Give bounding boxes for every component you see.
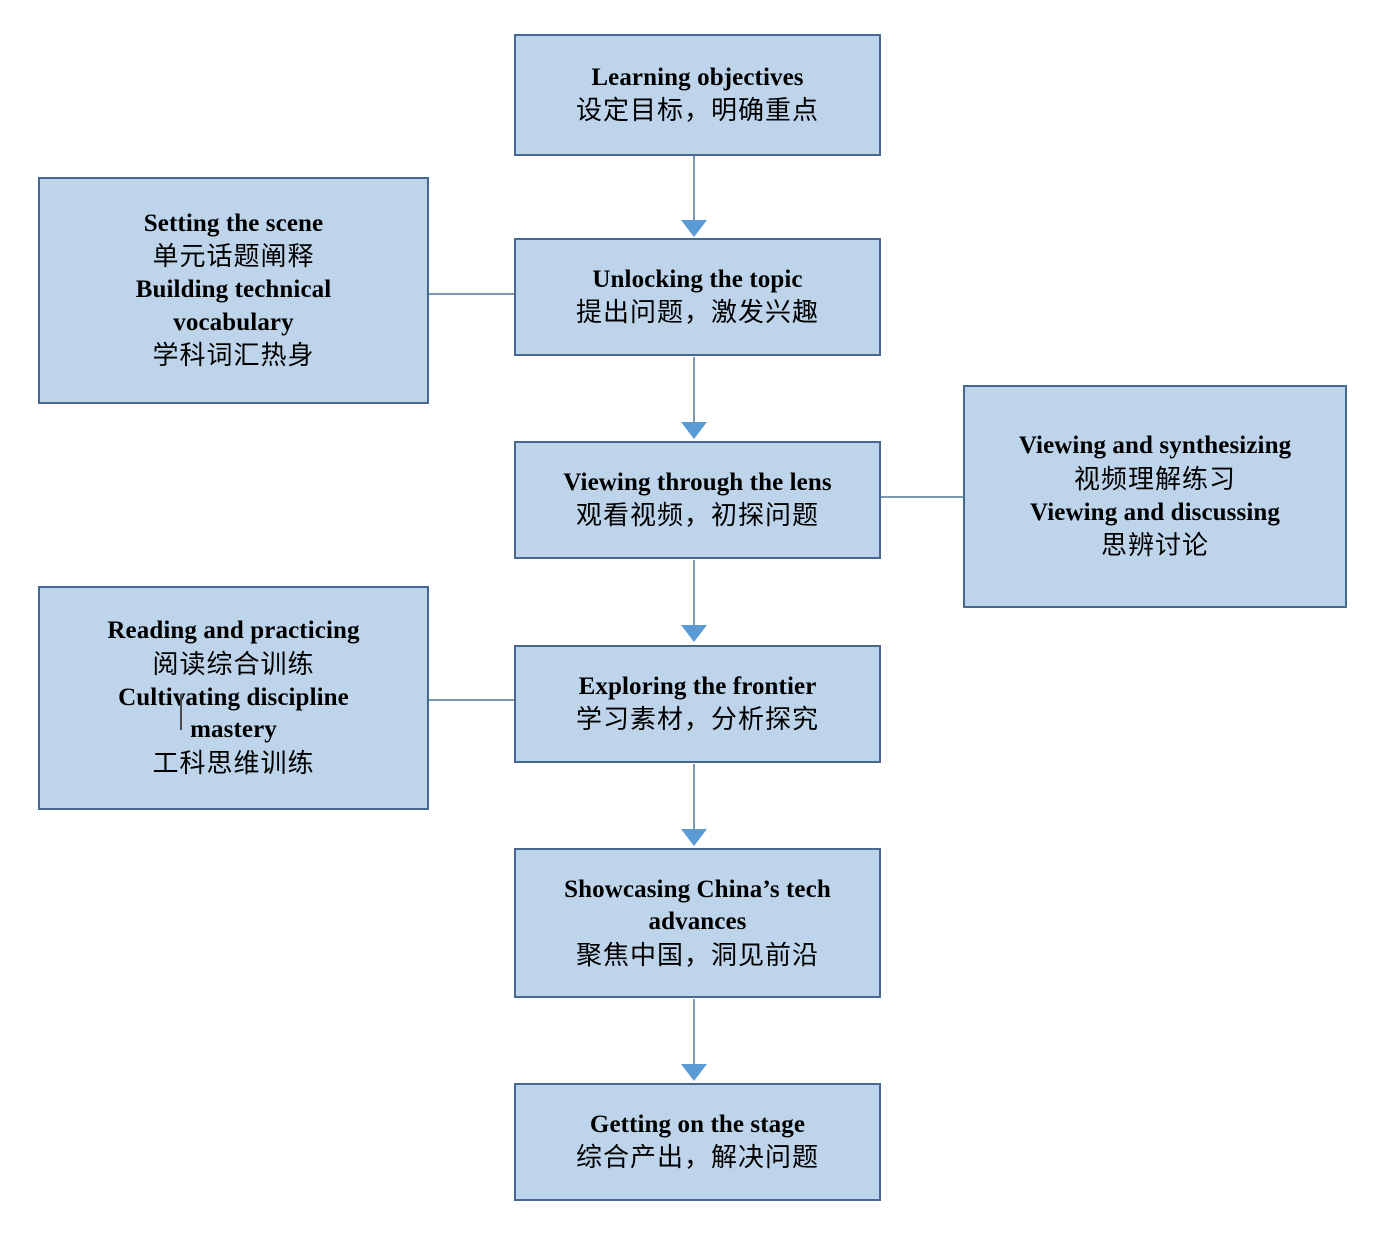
node-viewing-and-synthesizing-line-1: Viewing and synthesizing xyxy=(1018,432,1292,460)
node-viewing-and-synthesizing-line-2: 视频理解练习 xyxy=(1073,464,1236,494)
node-setting-the-scene[interactable]: Setting the scene 单元话题阐释 Building techni… xyxy=(38,177,429,404)
node-setting-the-scene-line-2: 单元话题阐释 xyxy=(152,242,315,272)
node-reading-and-practicing[interactable]: Reading and practicing 阅读综合训练 Cultivatin… xyxy=(38,586,429,810)
node-viewing-and-synthesizing-line-4: 思辨讨论 xyxy=(1100,531,1209,560)
node-viewing-through-the-lens[interactable]: Viewing through the lens 观看视频，初探问题 xyxy=(514,441,881,559)
node-unlocking-the-topic[interactable]: Unlocking the topic 提出问题，激发兴趣 xyxy=(514,238,881,356)
connector-viewing-to-exploring-arrow xyxy=(681,625,707,642)
connector-setting-the-scene-to-topic xyxy=(428,293,520,295)
node-viewing-and-synthesizing[interactable]: Viewing and synthesizing 视频理解练习 Viewing … xyxy=(963,385,1347,608)
connector-topic-to-viewing-line xyxy=(693,357,695,425)
node-exploring-the-frontier[interactable]: Exploring the frontier 学习素材，分析探究 xyxy=(514,645,881,763)
node-exploring-the-frontier-title: Exploring the frontier xyxy=(578,672,817,700)
node-viewing-through-the-lens-title: Viewing through the lens xyxy=(563,468,832,496)
node-unlocking-the-topic-title: Unlocking the topic xyxy=(592,265,803,293)
node-reading-and-practicing-line-1: Reading and practicing xyxy=(107,617,360,645)
connector-viewing-to-exploring-line xyxy=(693,560,695,628)
node-setting-the-scene-line-1: Setting the scene xyxy=(143,209,324,237)
node-reading-and-practicing-line-2: 阅读综合训练 xyxy=(152,649,315,679)
connector-topic-to-viewing-arrow xyxy=(681,422,707,439)
node-setting-the-scene-line-3: Building technical vocabulary xyxy=(135,276,332,336)
connector-exploring-to-showcasing-line xyxy=(693,764,695,832)
connector-showcasing-to-stage-line xyxy=(693,999,695,1067)
node-learning-objectives-title: Learning objectives xyxy=(591,63,804,91)
node-getting-on-the-stage[interactable]: Getting on the stage 综合产出，解决问题 xyxy=(514,1083,881,1201)
node-viewing-through-the-lens-subtitle: 观看视频，初探问题 xyxy=(575,501,819,531)
connector-objectives-to-topic-line xyxy=(693,155,695,223)
connector-viewing-synthesizing-to-viewing xyxy=(874,496,969,498)
node-reading-and-practicing-line-3: Cultivating discipline mastery xyxy=(118,683,349,744)
node-learning-objectives[interactable]: Learning objectives 设定目标，明确重点 xyxy=(514,34,881,156)
connector-exploring-to-showcasing-arrow xyxy=(681,829,707,846)
connector-showcasing-to-stage-arrow xyxy=(681,1064,707,1081)
text-cursor-caret xyxy=(180,694,182,730)
node-setting-the-scene-line-4: 学科词汇热身 xyxy=(152,341,315,371)
node-exploring-the-frontier-subtitle: 学习素材，分析探究 xyxy=(575,705,819,735)
node-unlocking-the-topic-subtitle: 提出问题，激发兴趣 xyxy=(575,298,819,328)
node-showcasing-china-tech-advances-title: Showcasing China’s tech advances xyxy=(564,875,831,936)
node-getting-on-the-stage-subtitle: 综合产出，解决问题 xyxy=(575,1143,819,1173)
node-getting-on-the-stage-title: Getting on the stage xyxy=(589,1110,806,1138)
node-showcasing-china-tech-advances-subtitle: 聚焦中国，洞见前沿 xyxy=(575,940,819,970)
node-showcasing-china-tech-advances[interactable]: Showcasing China’s tech advances 聚焦中国，洞见… xyxy=(514,848,881,998)
connector-objectives-to-topic-arrow xyxy=(681,220,707,237)
node-reading-and-practicing-line-4: 工科思维训练 xyxy=(152,748,315,778)
node-learning-objectives-subtitle: 设定目标，明确重点 xyxy=(575,96,819,126)
node-viewing-and-synthesizing-line-3: Viewing and discussing xyxy=(1030,498,1280,526)
connector-reading-practicing-to-exploring xyxy=(428,699,520,701)
